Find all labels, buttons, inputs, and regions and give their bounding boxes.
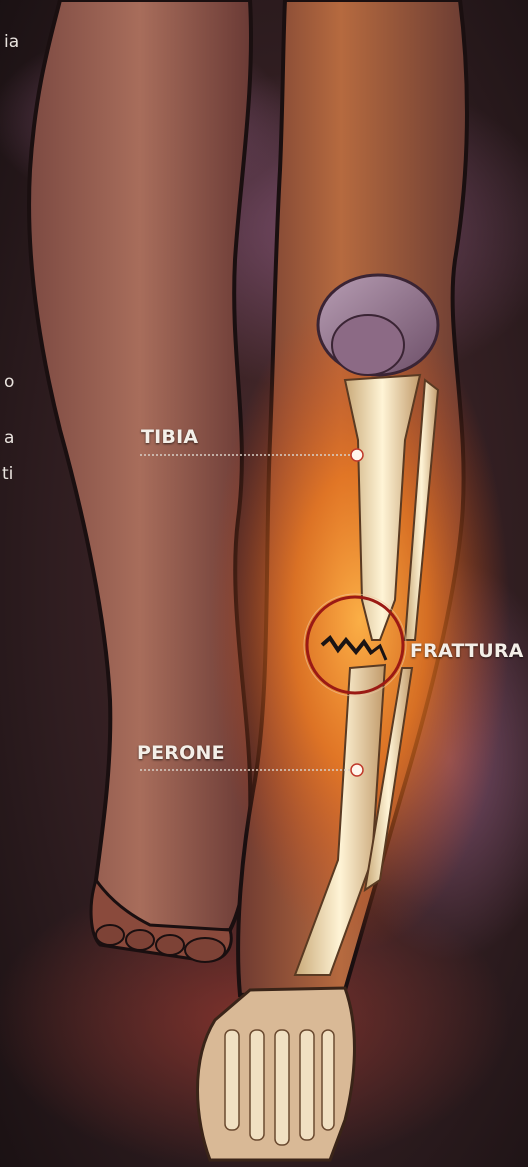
cropped-text-line: a: [4, 430, 14, 447]
foot-skeleton: [198, 988, 355, 1160]
tibia-marker-dot: [351, 449, 363, 461]
metatarsal: [275, 1030, 289, 1145]
cropped-text-line: o: [4, 374, 14, 391]
metatarsal: [250, 1030, 264, 1140]
knee-joint: [318, 275, 438, 375]
tibia-label: TIBIA: [141, 426, 198, 448]
metatarsal: [300, 1030, 314, 1140]
cropped-text-line: ti: [2, 466, 13, 483]
toe: [96, 925, 124, 945]
metatarsal: [225, 1030, 239, 1130]
toe: [126, 930, 154, 950]
cropped-text-line: ia: [4, 34, 19, 51]
fracture-label: FRATTURA: [410, 640, 524, 662]
fibula-label: PERONE: [137, 742, 225, 764]
toe: [156, 935, 184, 955]
metatarsal: [322, 1030, 334, 1130]
toe: [185, 938, 225, 962]
fibula-marker-dot: [351, 764, 363, 776]
